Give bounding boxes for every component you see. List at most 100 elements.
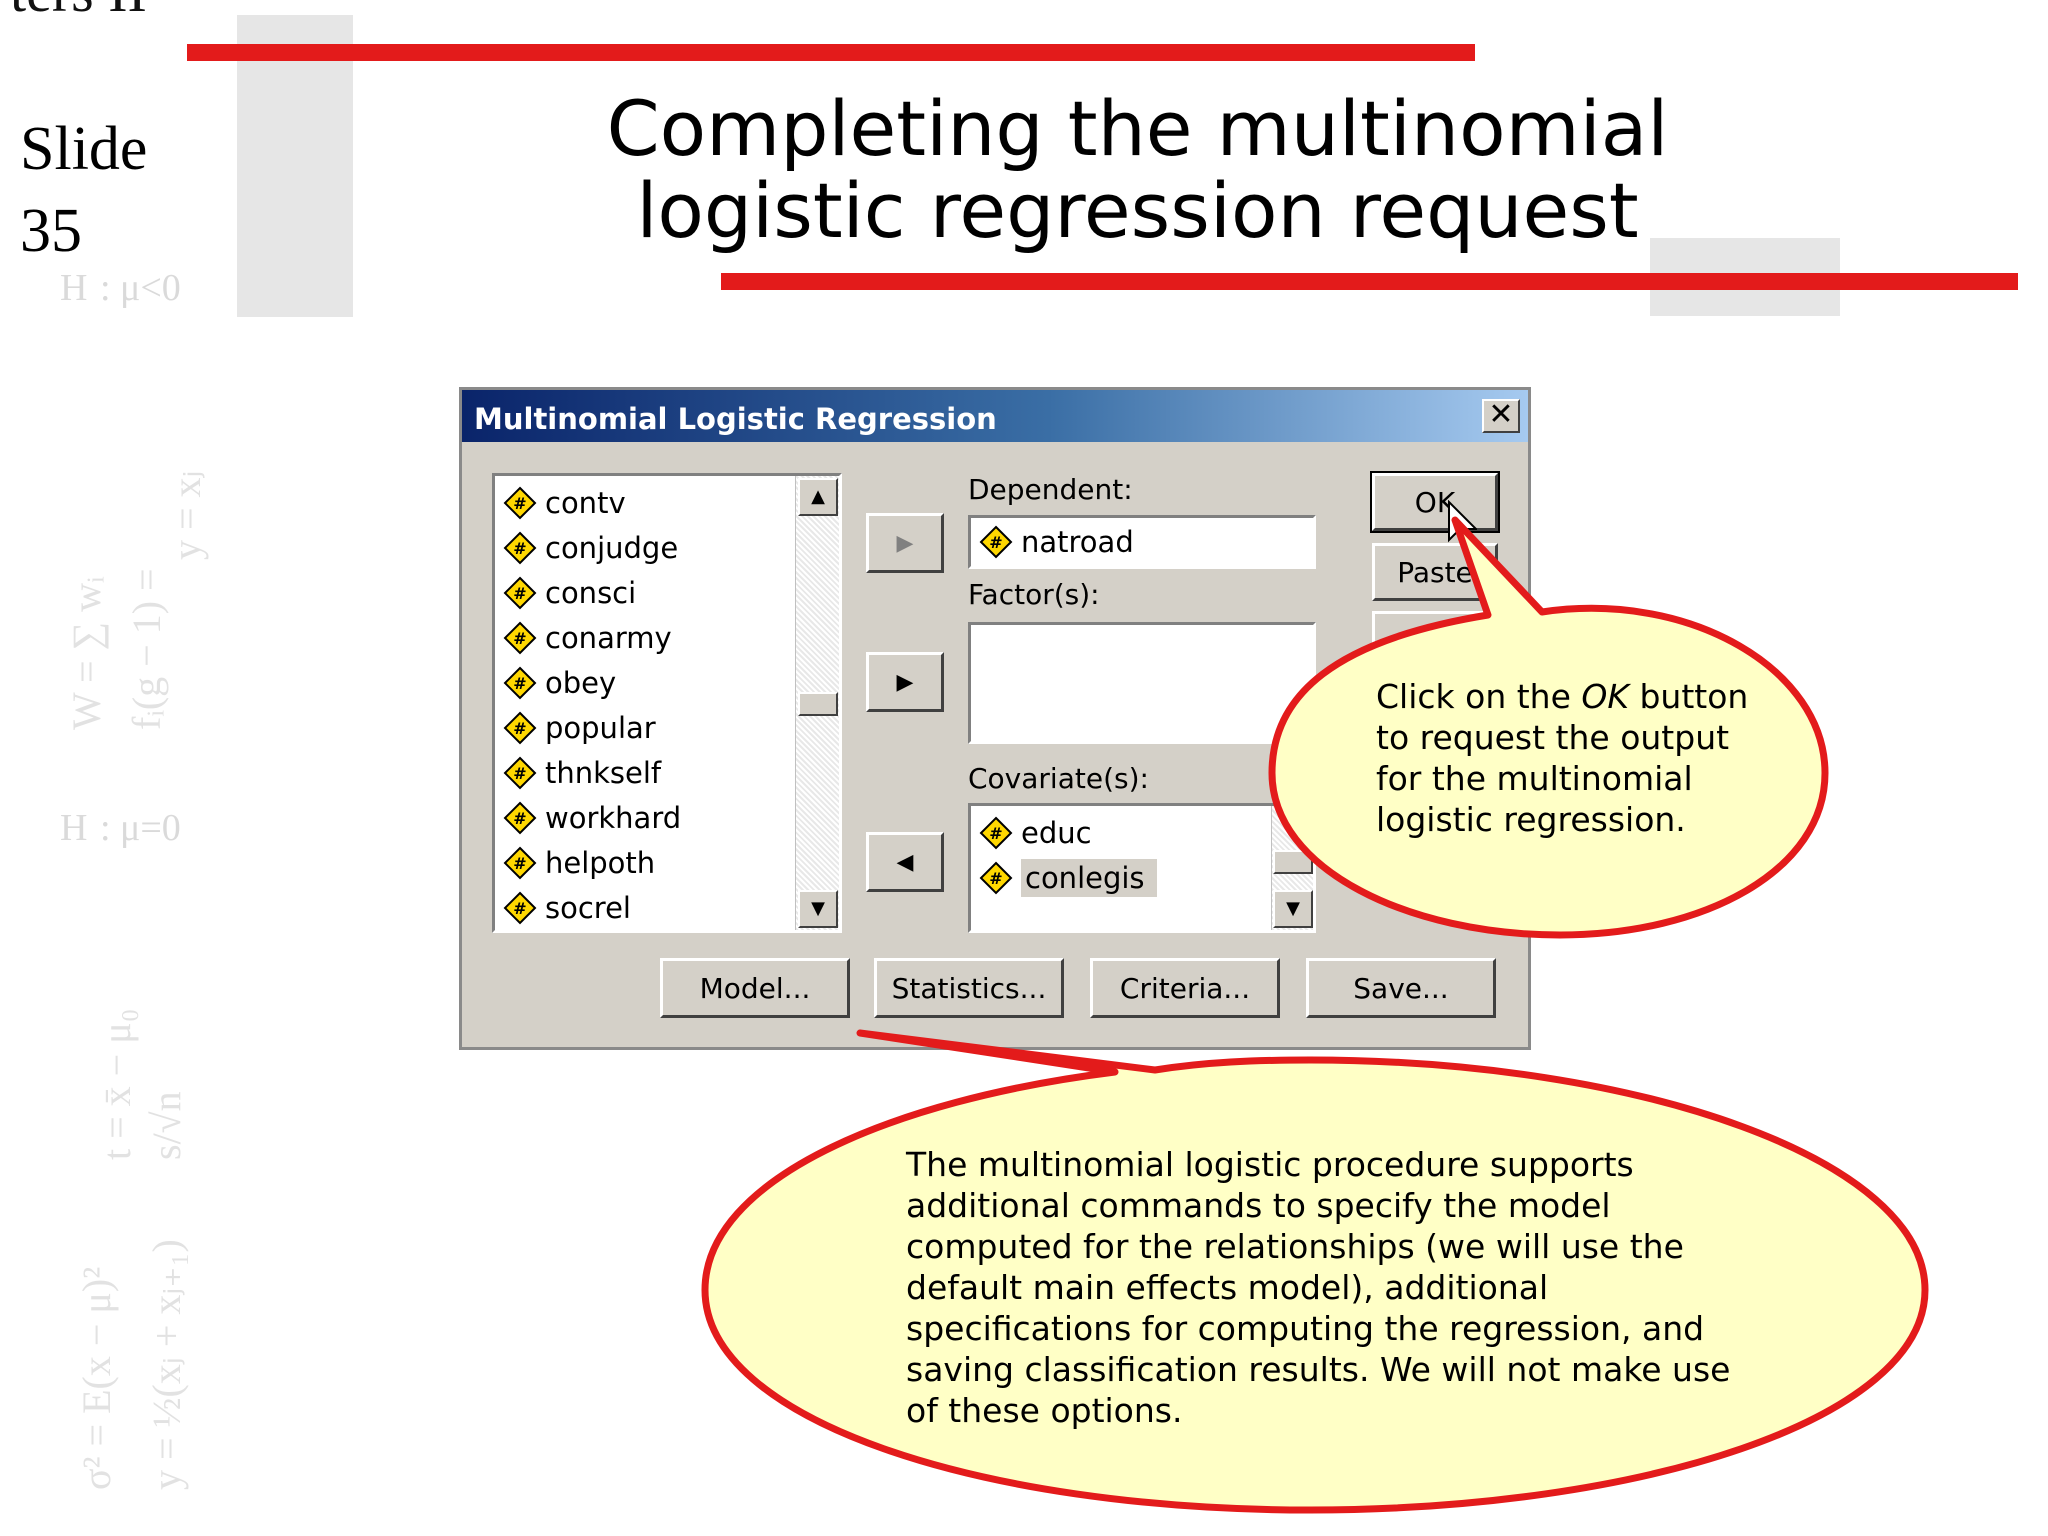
close-button[interactable]: ✕ [1482,399,1520,433]
covariates-label: Covariate(s): [968,762,1149,795]
factors-label: Factor(s): [968,578,1100,611]
list-item[interactable]: # thnkself [495,750,795,795]
slide-title: Completing the multinomial logistic regr… [590,88,1685,252]
slide-number: 35 [20,197,82,265]
scale-variable-icon: # [503,801,537,835]
scroll-up-button[interactable]: ▲ [798,478,838,516]
svg-text:#: # [989,533,1002,552]
list-item[interactable]: # conjudge [495,525,795,570]
scale-variable-icon: # [503,531,537,565]
dependent-label: Dependent: [968,473,1133,506]
svg-text:fᵢ(g − 1) =: fᵢ(g − 1) = [124,568,169,730]
dialog-titlebar[interactable]: Multinomial Logistic Regression ✕ [462,390,1528,442]
statistics-button-label: Statistics... [891,971,1047,1005]
model-button-label: Model... [699,971,811,1005]
variable-name: conjudge [545,530,679,565]
variable-name: helpoth [545,845,656,880]
slide-header-cut-text: ters II [10,0,147,25]
variable-name: workhard [545,800,682,835]
svg-text:μ<0: μ<0 [120,267,181,309]
variable-name: conarmy [545,620,672,655]
svg-text:#: # [513,584,526,603]
svg-text:#: # [513,539,526,558]
scale-variable-icon: # [503,756,537,790]
svg-text:#: # [513,674,526,693]
ok-callout-text-pre: Click on the [1376,677,1582,716]
variable-name: educ [1021,815,1092,850]
dependent-field[interactable]: # natroad [968,515,1316,569]
right-arrow-icon: ▶ [896,530,914,556]
decorative-formula-background: H:μ<0 H:μ=0 W = ∑ wᵢ fᵢ(g − 1) = y = xⱼ … [60,267,209,1490]
save-button[interactable]: Save... [1306,958,1496,1018]
scale-variable-icon: # [979,525,1013,559]
variable-name: socrel [545,890,631,925]
scroll-down-button[interactable]: ▼ [798,890,838,928]
svg-text:σ² = E(x − μ)²: σ² = E(x − μ)² [74,1267,119,1490]
criteria-button-label: Criteria... [1119,971,1251,1005]
dependent-variable-item[interactable]: # natroad [971,518,1313,566]
scale-variable-icon: # [503,711,537,745]
list-item[interactable]: #conlegis [971,855,1271,900]
scale-variable-icon: # [503,621,537,655]
list-item[interactable]: #helpoth [495,840,795,885]
options-callout-text: The multinomial logistic procedure suppo… [906,1145,1731,1430]
move-to-dependent-button[interactable]: ▶ [866,513,944,573]
save-button-label: Save... [1353,971,1449,1005]
svg-text:#: # [513,629,526,648]
variable-list-scrollbar[interactable]: ▲ ▼ [795,476,839,930]
scroll-down-arrow-icon: ▼ [1286,898,1300,919]
move-to-factors-button[interactable]: ▶ [866,652,944,712]
decorative-red-bar-title [721,273,2018,290]
factors-list[interactable] [968,622,1316,744]
scale-variable-icon: # [503,846,537,880]
slide-title-line-2: logistic regression request [636,166,1639,255]
list-item[interactable]: #popular [495,705,795,750]
list-item[interactable]: # conarmy [495,615,795,660]
variable-name: popular [545,710,656,745]
variable-name: conlegis [1021,858,1157,897]
svg-text:#: # [989,824,1002,843]
dependent-variable-name: natroad [1021,525,1134,559]
svg-text:H: H [60,807,87,849]
list-item[interactable]: #contv [495,480,795,525]
list-item[interactable]: # educ [971,810,1271,855]
options-callout-balloon [701,1029,1929,1514]
scale-variable-icon: # [503,576,537,610]
svg-text:y = ½(xⱼ + xⱼ₊₁): y = ½(xⱼ + xⱼ₊₁) [144,1239,189,1490]
svg-text:W = ∑ wᵢ: W = ∑ wᵢ [64,576,109,730]
right-arrow-icon: ▶ [896,669,914,695]
scroll-up-arrow-icon: ▲ [811,486,825,507]
svg-text:#: # [513,899,526,918]
covariate-list-items: # educ #conlegis [971,810,1271,900]
paste-button-label: Paste [1397,555,1473,589]
scroll-down-arrow-icon: ▼ [811,898,825,919]
statistics-button[interactable]: Statistics... [874,958,1064,1018]
variable-name: contv [545,485,626,520]
list-item[interactable]: # obey [495,660,795,705]
scale-variable-icon: # [503,891,537,925]
covariates-list[interactable]: # educ #conlegis ▼ [968,803,1316,933]
variable-name: consci [545,575,637,610]
scale-variable-icon: # [503,666,537,700]
list-item[interactable]: #workhard [495,795,795,840]
variable-name: obey [545,665,617,700]
variable-source-list[interactable]: #contv#conjudge#consci#conarmy#obey#popu… [492,473,842,933]
variable-name: thnkself [545,755,662,790]
svg-text:s/√n: s/√n [144,1091,189,1160]
ok-button[interactable]: OK [1370,471,1500,533]
move-from-covariates-button[interactable]: ◀ [866,832,944,892]
criteria-button[interactable]: Criteria... [1090,958,1280,1018]
ok-callout-text: Click on the OK button to request the ou… [1376,676,1756,840]
left-arrow-icon: ◀ [896,849,914,875]
scale-variable-icon: # [979,816,1013,850]
svg-text:#: # [513,764,526,783]
covariates-scroll-down-button[interactable]: ▼ [1273,890,1313,928]
slide-label-word: Slide [20,115,148,183]
svg-text::: : [100,267,111,309]
list-item[interactable]: # socrel [495,885,795,930]
list-item[interactable]: # consci [495,570,795,615]
model-button[interactable]: Model... [660,958,850,1018]
scroll-thumb[interactable] [798,692,838,716]
slide-title-line-1: Completing the multinomial [606,84,1669,173]
